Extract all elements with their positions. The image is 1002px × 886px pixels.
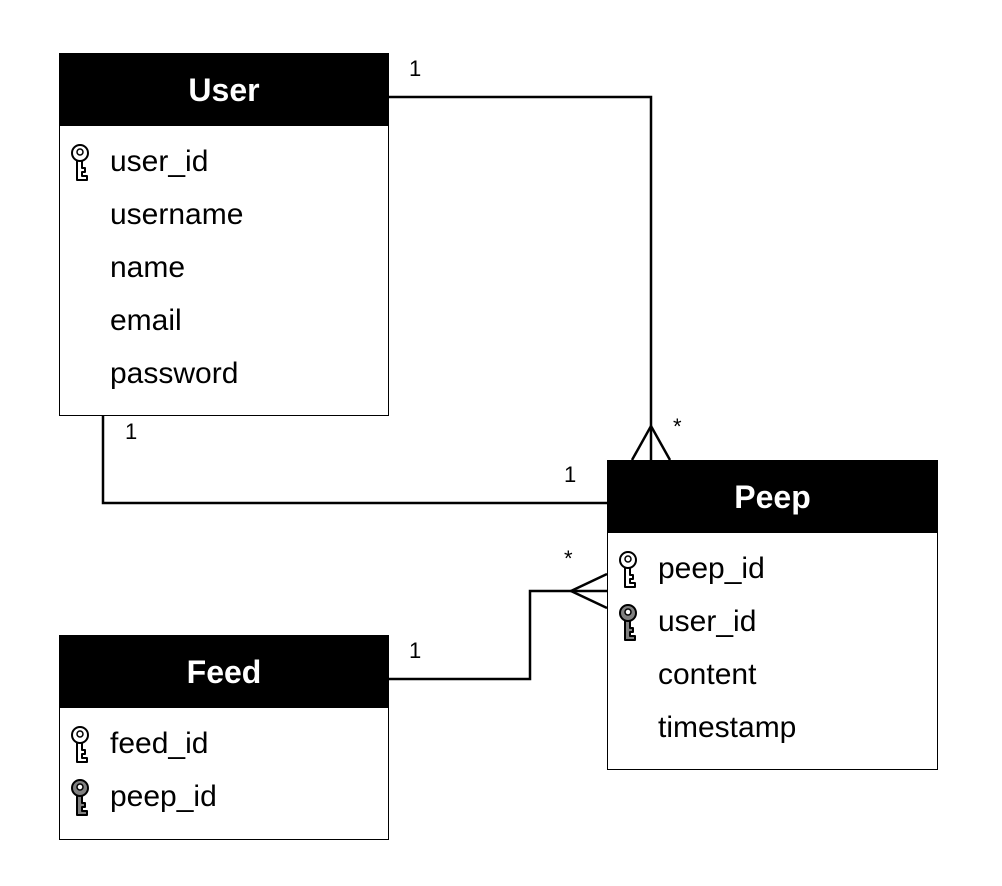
user-peep-one-to-many-line — [389, 95, 653, 460]
cardinality-label: * — [673, 414, 682, 439]
field-name: timestamp — [658, 711, 797, 744]
field-name: feed_id — [110, 727, 209, 760]
field-name: user_id — [658, 605, 757, 638]
field-row[interactable]: name — [60, 241, 388, 294]
field-name: password — [110, 357, 239, 390]
field-row[interactable]: user_id — [608, 595, 937, 648]
foreign-key-icon — [619, 604, 637, 641]
entity-title: User — [60, 54, 388, 126]
feed-peep-crow-foot — [568, 572, 608, 610]
field-list: feed_id peep_id — [60, 708, 388, 823]
field-row[interactable]: peep_id — [608, 542, 937, 595]
cardinality-label: 1 — [409, 56, 422, 81]
field-row[interactable]: password — [60, 347, 388, 400]
feed-peep-one-to-many-line — [389, 589, 607, 681]
primary-key-icon — [71, 726, 89, 763]
entity-title: Feed — [60, 636, 388, 708]
cardinality-label: * — [564, 546, 573, 571]
cardinality-label: 1 — [409, 638, 422, 663]
field-row[interactable]: content — [608, 648, 937, 701]
entity-title: Peep — [608, 461, 937, 533]
field-name: email — [110, 304, 182, 337]
field-name: name — [110, 251, 186, 284]
feed-entity[interactable]: Feed feed_id peep_id — [59, 635, 389, 840]
field-row[interactable]: timestamp — [608, 701, 937, 754]
field-row[interactable]: user_id — [60, 135, 388, 188]
primary-key-icon — [71, 144, 89, 181]
cardinality-label: 1 — [564, 462, 577, 487]
field-row[interactable]: email — [60, 294, 388, 347]
field-name: peep_id — [658, 552, 765, 585]
field-row[interactable]: peep_id — [60, 770, 388, 823]
foreign-key-icon — [71, 779, 89, 816]
field-row[interactable]: feed_id — [60, 717, 388, 770]
field-row[interactable]: username — [60, 188, 388, 241]
user-entity[interactable]: User user_id username name email password — [59, 53, 389, 416]
user-peep-crow-foot — [630, 423, 672, 461]
field-name: content — [658, 658, 757, 691]
user-peep-one-to-one-line — [101, 416, 607, 505]
primary-key-icon — [619, 551, 637, 588]
field-list: user_id username name email password — [60, 126, 388, 400]
cardinality-label: 1 — [125, 419, 138, 444]
field-name: peep_id — [110, 780, 217, 813]
field-name: user_id — [110, 145, 209, 178]
field-name: username — [110, 198, 244, 231]
